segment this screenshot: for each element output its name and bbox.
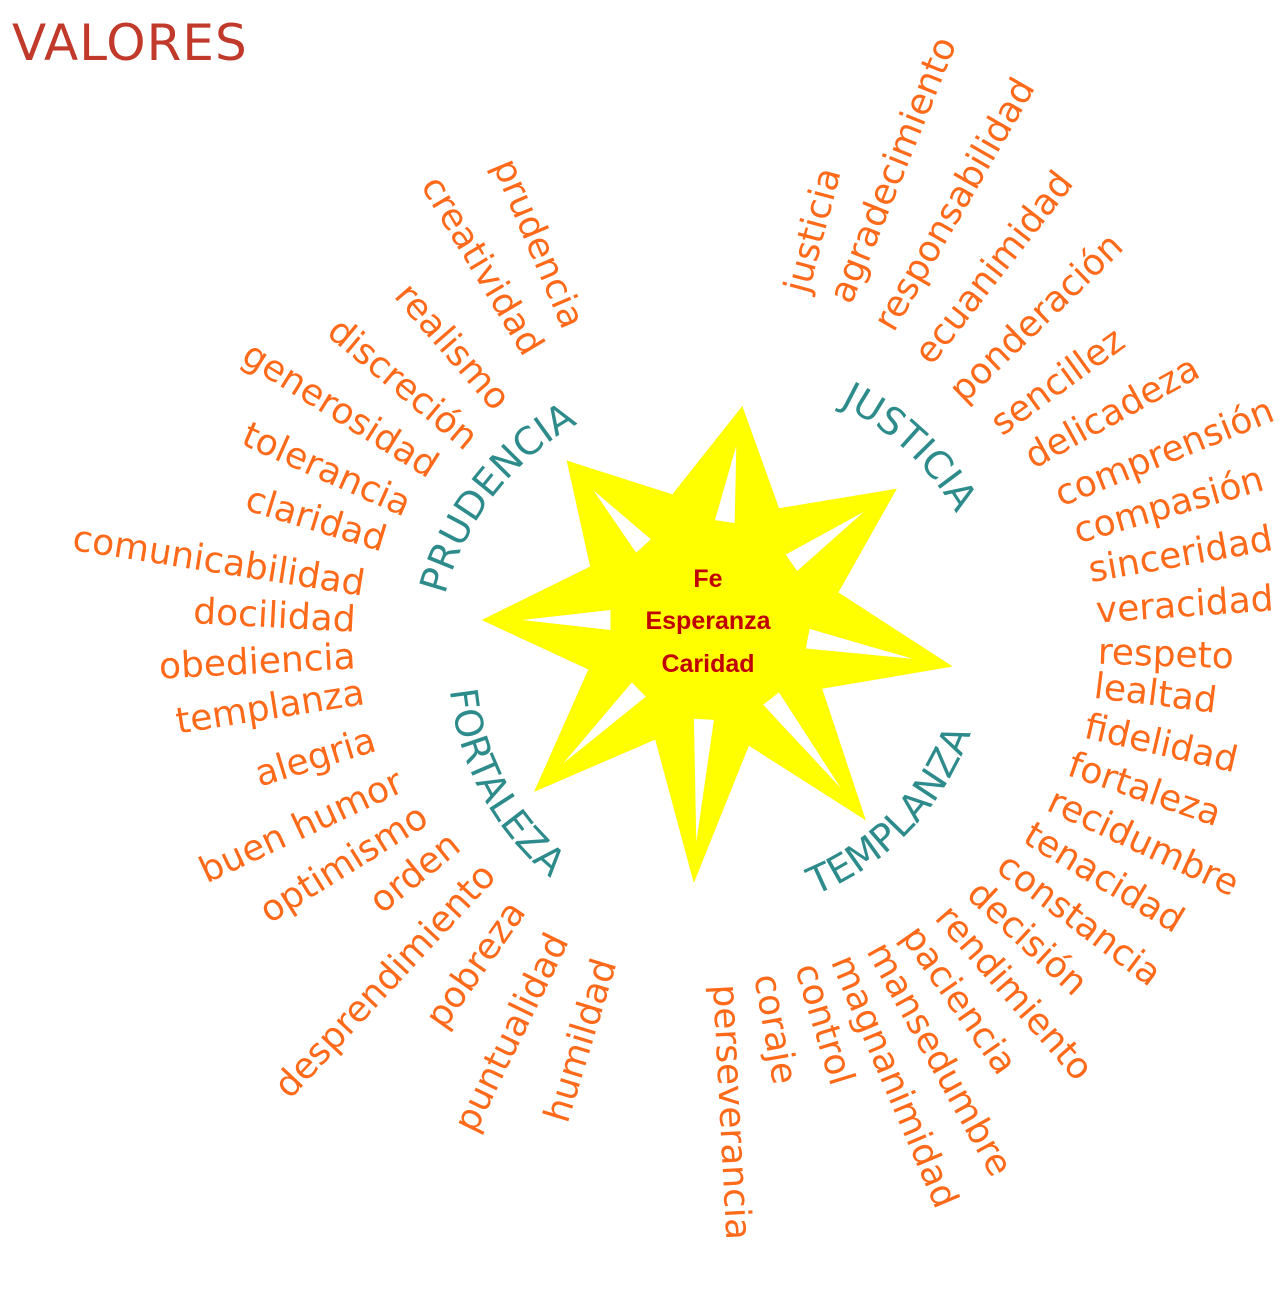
- star-facet: [805, 628, 913, 659]
- star-core: [618, 528, 802, 712]
- center-line-caridad: Caridad: [661, 650, 754, 678]
- star-facet: [593, 490, 651, 553]
- center-line-esperanza: Esperanza: [645, 607, 771, 635]
- center-virtues: Fe Esperanza Caridad: [645, 565, 771, 678]
- star-facet: [715, 445, 737, 524]
- value-word: docilidad: [192, 591, 356, 640]
- star-facet: [763, 692, 841, 788]
- star-facet: [693, 718, 714, 843]
- star-facet: [563, 682, 646, 764]
- value-word: veracidad: [1094, 578, 1274, 631]
- star-inner-facets: [522, 445, 913, 843]
- value-word: perseverancia: [704, 983, 758, 1240]
- star-facet: [785, 511, 864, 571]
- star: [481, 405, 953, 884]
- page-title: VALORES: [12, 14, 248, 72]
- center-line-fe: Fe: [693, 565, 722, 593]
- value-word: agradecimiento: [821, 31, 965, 309]
- value-word: respeto: [1097, 632, 1234, 678]
- star-facet: [522, 610, 611, 630]
